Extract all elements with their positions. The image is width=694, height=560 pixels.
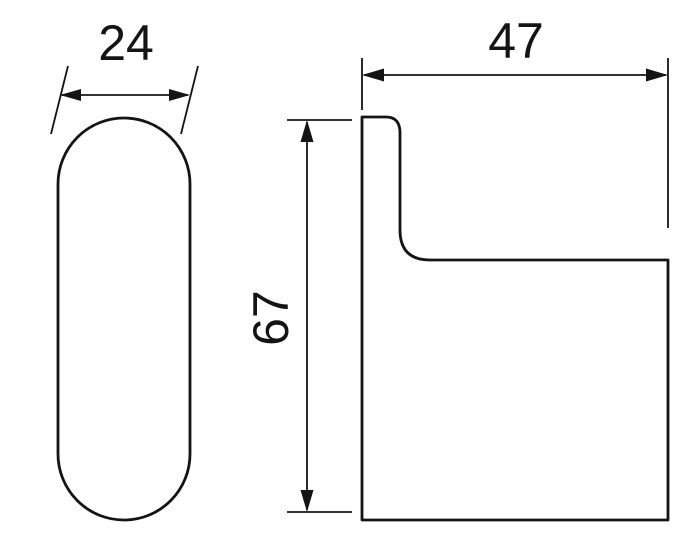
depth-dimension: 47	[361, 13, 669, 228]
depth-arrow-left-icon	[362, 68, 384, 82]
height-dimension: 67	[243, 119, 352, 513]
width-dimension-label: 24	[98, 15, 154, 71]
width-extension-line-right	[180, 65, 199, 135]
front-view: 24	[50, 15, 199, 522]
height-dimension-label: 67	[243, 290, 299, 346]
height-arrow-bottom-icon	[300, 490, 314, 512]
width-arrow-right-icon	[169, 89, 190, 101]
depth-arrow-right-icon	[646, 68, 668, 82]
width-dimension: 24	[50, 15, 199, 135]
width-extension-line-left	[50, 65, 69, 135]
side-view: 47 67	[243, 13, 670, 522]
depth-dimension-label: 47	[488, 13, 544, 69]
height-arrow-top-icon	[300, 120, 314, 142]
width-arrow-left-icon	[60, 89, 81, 101]
pill-outline	[56, 116, 192, 522]
hook-profile-outline	[360, 115, 670, 522]
